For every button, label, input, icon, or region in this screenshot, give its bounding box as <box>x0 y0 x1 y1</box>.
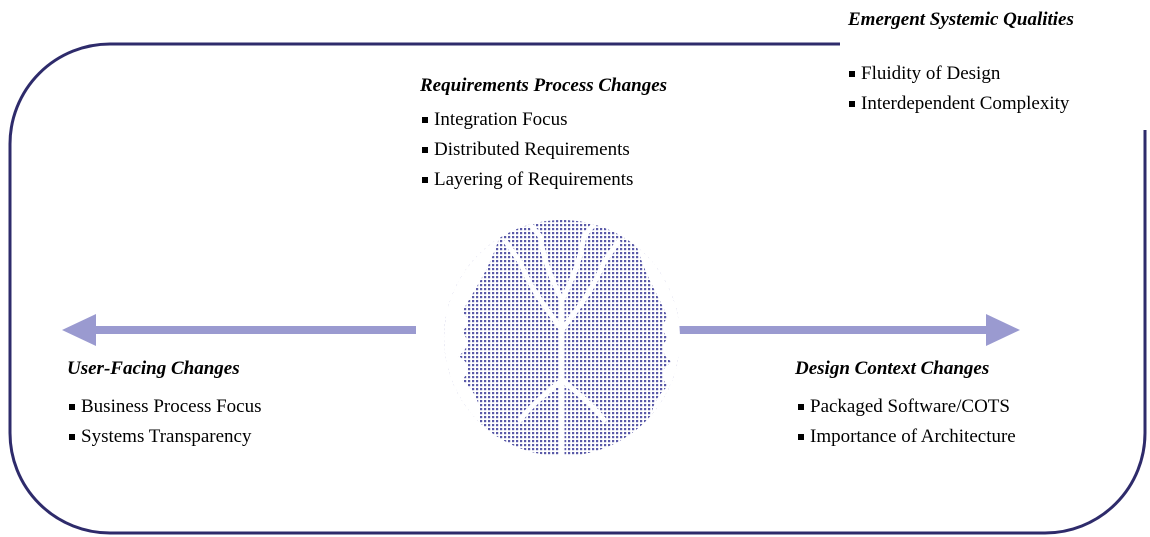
list-item: Packaged Software/COTS <box>798 392 1016 422</box>
requirements-list: Integration Focus Distributed Requiremen… <box>422 105 633 195</box>
user-facing-list: Business Process Focus Systems Transpare… <box>69 392 262 452</box>
list-item-label: Distributed Requirements <box>434 139 630 160</box>
requirements-heading: Requirements Process Changes <box>420 75 668 96</box>
list-item-label: Systems Transparency <box>81 426 252 447</box>
square-bullet-icon <box>422 117 428 123</box>
list-item: Distributed Requirements <box>422 135 633 165</box>
square-bullet-icon <box>422 147 428 153</box>
janus-tree-icon <box>444 220 680 456</box>
list-item: Layering of Requirements <box>422 165 633 195</box>
list-item-label: Interdependent Complexity <box>861 93 1070 114</box>
list-item: Business Process Focus <box>69 392 262 422</box>
square-bullet-icon <box>849 101 855 107</box>
square-bullet-icon <box>798 404 804 410</box>
emergent-qualities-list: Fluidity of Design Interdependent Comple… <box>849 59 1069 119</box>
list-item-label: Business Process Focus <box>81 396 262 417</box>
list-item: Interdependent Complexity <box>849 89 1069 119</box>
list-item: Integration Focus <box>422 105 633 135</box>
frame-border <box>8 42 1147 535</box>
list-item-label: Layering of Requirements <box>434 169 634 190</box>
square-bullet-icon <box>422 177 428 183</box>
design-context-list: Packaged Software/COTS Importance of Arc… <box>798 392 1016 452</box>
right-arrow <box>676 314 1020 346</box>
square-bullet-icon <box>849 71 855 77</box>
list-item-label: Importance of Architecture <box>810 426 1016 447</box>
list-item-label: Fluidity of Design <box>861 63 1001 84</box>
square-bullet-icon <box>69 404 75 410</box>
list-item-label: Packaged Software/COTS <box>810 396 1010 417</box>
list-item: Fluidity of Design <box>849 59 1069 89</box>
emergent-qualities-heading: Emergent Systemic Qualities <box>848 9 1074 30</box>
list-item: Systems Transparency <box>69 422 262 452</box>
list-item: Importance of Architecture <box>798 422 1016 452</box>
left-arrow <box>62 314 416 346</box>
square-bullet-icon <box>69 434 75 440</box>
design-context-heading: Design Context Changes <box>795 358 990 379</box>
user-facing-heading: User-Facing Changes <box>67 358 240 379</box>
list-item-label: Integration Focus <box>434 109 568 130</box>
square-bullet-icon <box>798 434 804 440</box>
